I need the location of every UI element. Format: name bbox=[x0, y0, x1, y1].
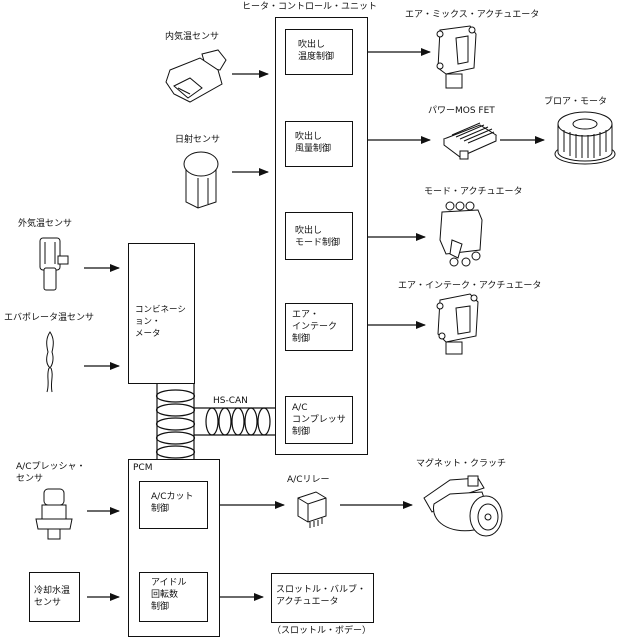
ac-relay-icon bbox=[297, 491, 327, 528]
power-mosfet-label: パワーMOS FET bbox=[428, 106, 495, 116]
throttle-valve-actuator: スロットル・バルブ・ アクチュエータ bbox=[271, 573, 374, 623]
block-mode-control: 吹出し モード制御 bbox=[285, 212, 353, 260]
ac-relay-label: A/Cリレー bbox=[287, 475, 330, 485]
throttle-body-label: （スロットル・ボデー） bbox=[272, 626, 372, 636]
magnet-clutch-label: マグネット・クラッチ bbox=[416, 459, 507, 469]
block-idle-control: アイドル 回転数 制御 bbox=[139, 572, 208, 622]
solar-sensor-icon bbox=[183, 151, 219, 209]
block-compressor-control: A/C コンプレッサ 制御 bbox=[285, 396, 353, 444]
block-volume-control: 吹出し 風量制御 bbox=[285, 121, 353, 167]
blower-motor-label: ブロア・モータ bbox=[544, 97, 608, 107]
block-temp-control: 吹出し 温度制御 bbox=[285, 29, 353, 75]
ambient-temp-sensor-icon bbox=[39, 237, 69, 291]
block-ac-cut-control: A/Cカット 制御 bbox=[139, 481, 208, 529]
air-mix-actuator-icon bbox=[436, 25, 477, 89]
block-intake-control: エア・ インテーク 制御 bbox=[285, 303, 353, 351]
mode-actuator-icon bbox=[439, 201, 483, 267]
air-intake-actuator-icon bbox=[436, 293, 479, 355]
hs-can-vertical-coil bbox=[155, 383, 196, 461]
heater-unit-title: ヒータ・コントロール・ユニット bbox=[242, 2, 378, 12]
air-intake-actuator-label: エア・インテーク・アクチュエータ bbox=[398, 281, 542, 291]
ambient-temp-sensor-label: 外気温センサ bbox=[18, 219, 73, 229]
ac-pressure-sensor-label: A/Cプレッシャ・ センサ bbox=[16, 462, 86, 484]
power-mosfet-icon bbox=[442, 122, 498, 160]
solar-sensor-label: 日射センサ bbox=[175, 135, 221, 145]
hs-can-horizontal-coil bbox=[194, 407, 276, 436]
air-mix-actuator-label: エア・ミックス・アクチュエータ bbox=[405, 10, 540, 20]
evaporator-temp-sensor-icon bbox=[46, 331, 54, 393]
coolant-temp-sensor: 冷却水温 センサ bbox=[29, 572, 80, 622]
magnet-clutch-compressor-icon bbox=[423, 475, 503, 537]
evaporator-temp-sensor-label: エバポレータ温センサ bbox=[4, 313, 95, 323]
ac-pressure-sensor-icon bbox=[35, 488, 73, 540]
hs-can-label: HS-CAN bbox=[213, 396, 248, 406]
cabin-temp-sensor-label: 内気温センサ bbox=[165, 32, 220, 42]
mode-actuator-label: モード・アクチュエータ bbox=[424, 187, 523, 197]
combination-meter: コンビネーション・ メータ bbox=[128, 243, 195, 384]
cabin-temp-sensor-icon bbox=[165, 49, 227, 103]
blower-motor-icon bbox=[554, 111, 616, 165]
